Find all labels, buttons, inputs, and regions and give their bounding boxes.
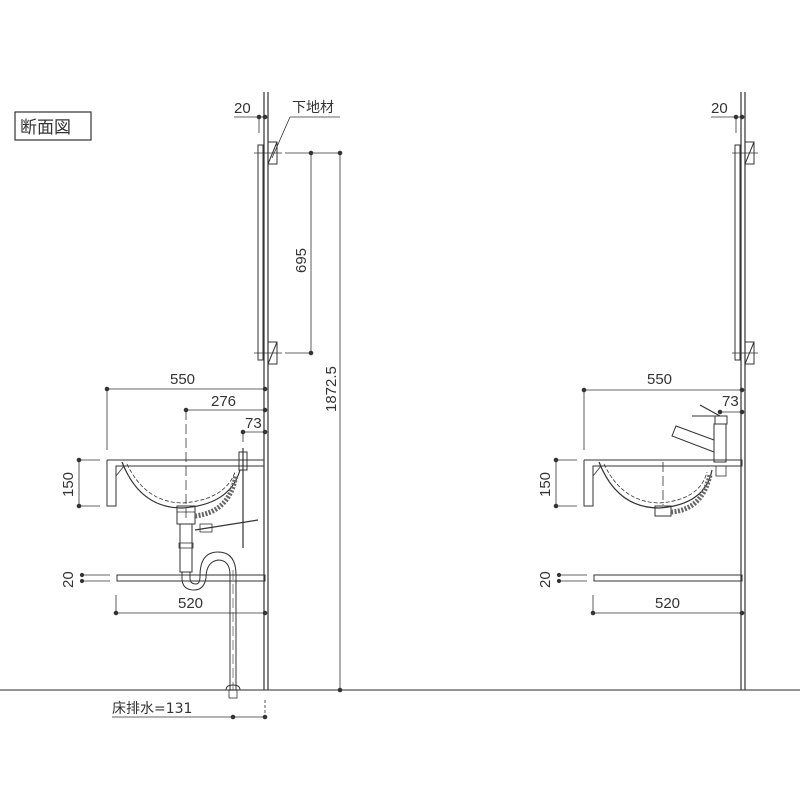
bowl-center-label: 276 xyxy=(211,393,236,410)
left-counter-depth-label: 550 xyxy=(170,371,195,388)
left-shelf-depth-label: 520 xyxy=(178,595,203,612)
right-shelf-depth-label: 520 xyxy=(655,595,680,612)
left-counter-height-label: 150 xyxy=(60,472,77,497)
right-shelf-thickness-label: 20 xyxy=(537,571,554,588)
right-counter-depth-label: 550 xyxy=(647,371,672,388)
total-height-label: 1872.5 xyxy=(323,366,340,412)
left-wall-thickness-label: 20 xyxy=(234,100,251,117)
right-view xyxy=(553,92,758,690)
left-shelf-thickness-label: 20 xyxy=(60,571,77,588)
bracket-spacing-label: 695 xyxy=(293,248,310,273)
floor-drain-label: 床排水=131 xyxy=(112,701,192,717)
right-wall-thickness-label: 20 xyxy=(711,100,728,117)
title-label: 断面図 xyxy=(20,118,71,138)
base-material-label: 下地材 xyxy=(292,100,334,116)
left-faucet-offset-label: 73 xyxy=(245,415,262,432)
right-counter-height-label: 150 xyxy=(537,472,554,497)
title-box: 断面図 xyxy=(14,111,92,141)
right-faucet-offset-label: 73 xyxy=(722,393,739,410)
left-view xyxy=(76,92,343,720)
